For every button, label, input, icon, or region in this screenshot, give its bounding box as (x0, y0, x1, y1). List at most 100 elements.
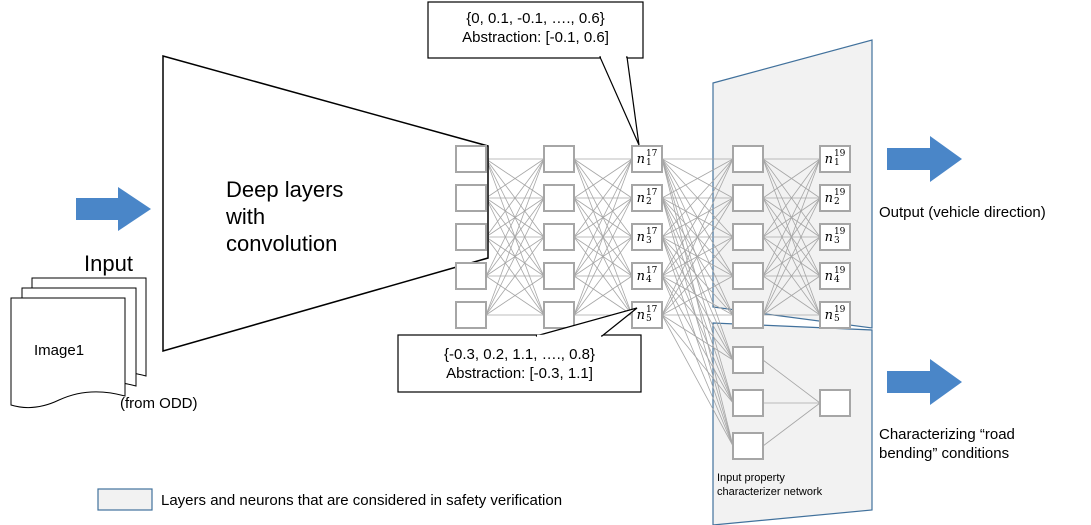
document-stack-icon (10, 277, 147, 409)
layer-c-neuron-1 (732, 145, 764, 173)
output-region-highlight (712, 39, 873, 329)
connection-edge (573, 158, 633, 199)
connection-edge (661, 197, 734, 316)
layer-a-neuron-3 (455, 223, 487, 251)
output-arrow-icon (887, 136, 962, 182)
characterizer-network-label: Input property characterizer network (717, 471, 822, 499)
connection-edge (573, 236, 633, 316)
legend-label: Layers and neurons that are considered i… (161, 492, 563, 509)
deep-layers-block (162, 55, 489, 352)
connection-edge (485, 236, 545, 316)
connection-edge (762, 236, 821, 316)
connection-edge (661, 236, 734, 447)
bottom-callout-box (397, 307, 642, 393)
layer-a-neuron-2 (455, 184, 487, 212)
connection-edge (661, 275, 734, 447)
connection-edge (485, 197, 545, 316)
connection-edge (485, 158, 545, 316)
top-callout-box (427, 1, 644, 146)
layer-19-neuron-2 (819, 184, 851, 212)
connection-edge (661, 275, 734, 404)
connection-edge (485, 158, 545, 277)
connection-edge (661, 197, 734, 361)
layer-a-neuron-1 (455, 145, 487, 173)
bottom-callout-values: {-0.3, 0.2, 1.1, …., 0.8} (444, 346, 595, 363)
layer-19-neuron-4 (819, 262, 851, 290)
connection-edge (661, 236, 734, 316)
connection-edge (762, 158, 821, 316)
connection-edge (762, 158, 821, 277)
characterizer-network-line1: Input property (717, 472, 785, 484)
layer-17-neuron-5 (631, 301, 663, 329)
top-callout-text: {0, 0.1, -0.1, …., 0.6} Abstraction: [-0… (428, 9, 643, 47)
connection-edge (661, 158, 734, 316)
connection-edge (762, 197, 821, 316)
characterizing-line2: bending” conditions (879, 445, 1010, 462)
layer-b-neuron-2 (543, 184, 575, 212)
connection-edges (485, 158, 821, 447)
characterizing-arrow-icon (887, 359, 962, 405)
layer-c-neuron-4 (732, 262, 764, 290)
connection-edge (762, 158, 821, 238)
char-input-neuron-2 (732, 389, 764, 417)
legend-swatch (97, 488, 153, 511)
connection-edge (573, 197, 633, 316)
connection-edge (661, 314, 734, 361)
connection-edge (573, 275, 633, 316)
layer-19-neuron-1 (819, 145, 851, 173)
layer-a-neuron-4 (455, 262, 487, 290)
characterizing-line1: Characterizing “road (879, 426, 1015, 443)
char-input-neuron-3 (732, 432, 764, 460)
layer-c-neuron-3 (732, 223, 764, 251)
layer-17-neuron-2 (631, 184, 663, 212)
characterizing-label: Characterizing “road bending” conditions (879, 425, 1015, 463)
layer-b-neuron-5 (543, 301, 575, 329)
connection-edge (762, 402, 821, 447)
connection-edge (661, 197, 734, 447)
deep-layers-label: Deep layers with convolution (226, 176, 343, 257)
connection-edge (661, 236, 734, 404)
connection-edge (661, 275, 734, 316)
connection-edge (762, 275, 821, 316)
connection-edge (485, 275, 545, 316)
connection-edge (573, 158, 633, 316)
connection-edge (661, 158, 734, 361)
top-callout-abstraction: Abstraction: [-0.1, 0.6] (462, 29, 609, 46)
document-label: Image1 (34, 342, 85, 359)
connection-edge (661, 158, 734, 404)
connection-edge (661, 158, 734, 277)
layer-b-neuron-1 (543, 145, 575, 173)
char-input-neuron-1 (732, 346, 764, 374)
bottom-callout-abstraction: Abstraction: [-0.3, 1.1] (446, 365, 593, 382)
layer-17-neuron-4 (631, 262, 663, 290)
input-arrow-icon (76, 187, 151, 231)
connection-edge (661, 158, 734, 238)
layer-17-neuron-3 (631, 223, 663, 251)
connection-edge (661, 275, 734, 361)
document-source-label: (from ODD) (120, 395, 198, 412)
layer-a-neuron-5 (455, 301, 487, 329)
connection-edge (485, 158, 545, 199)
layer-c-neuron-2 (732, 184, 764, 212)
deep-layers-line3: convolution (226, 231, 338, 256)
connection-edge (661, 236, 734, 361)
connection-edge (661, 314, 734, 447)
bottom-callout-text: {-0.3, 0.2, 1.1, …., 0.8} Abstraction: [… (398, 345, 641, 383)
layer-19-neuron-3 (819, 223, 851, 251)
connection-edge (485, 158, 545, 238)
layer-19-neuron-5 (819, 301, 851, 329)
char-output-neuron-1 (819, 389, 851, 417)
layer-17-neuron-1 (631, 145, 663, 173)
connection-edge (573, 158, 633, 277)
